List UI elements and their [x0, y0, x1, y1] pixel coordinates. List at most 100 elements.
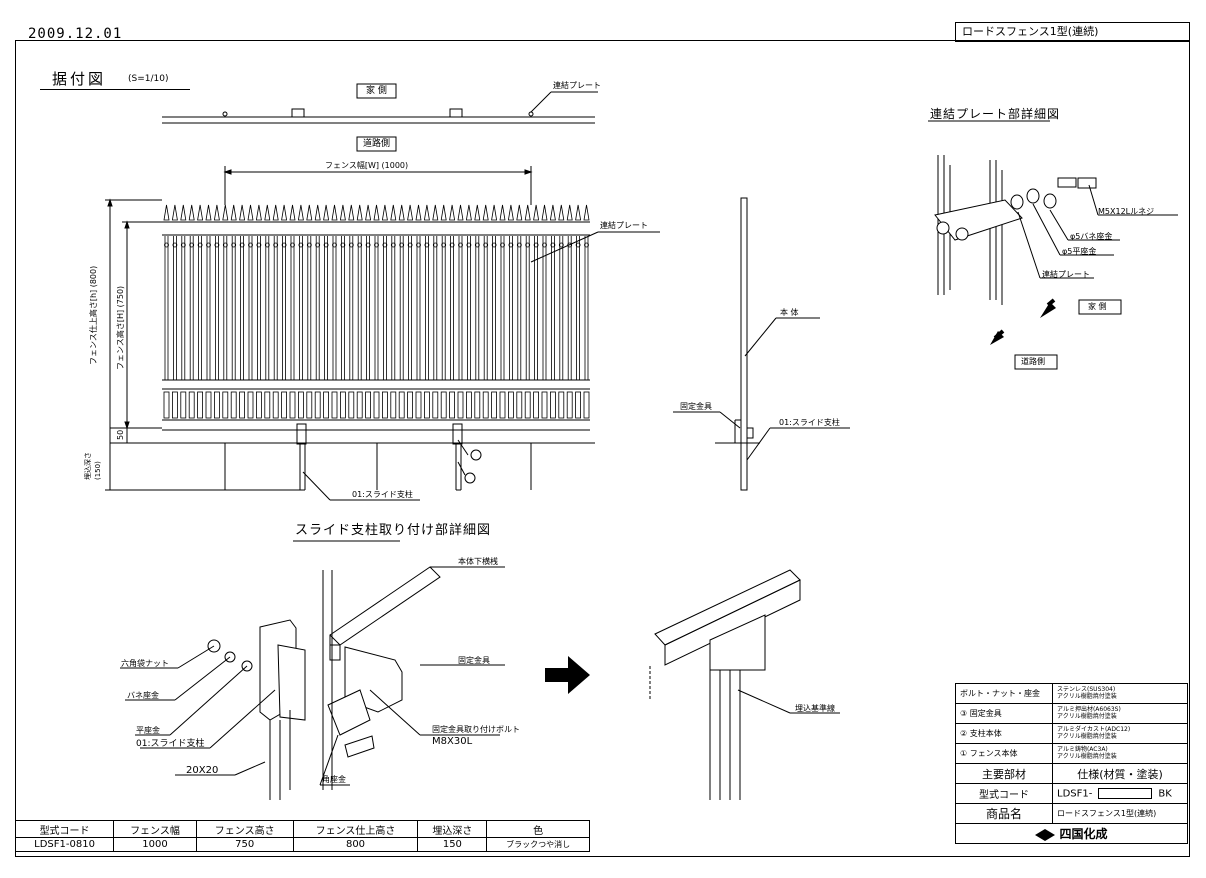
picket-base — [373, 391, 380, 419]
company-logo-icon — [1035, 828, 1046, 841]
picket-base — [398, 391, 405, 419]
picket-ornament — [374, 242, 379, 248]
picket-ornament — [231, 242, 237, 248]
picket-finial — [297, 204, 304, 221]
finished-height-dimension: フェンス仕上高さ[h] (800) — [89, 265, 98, 365]
picket-base — [180, 391, 187, 419]
spec-data-row: LDSF1-0810 1000 750 800 150 ブラックつや消し — [14, 837, 590, 852]
size-label: 20X20 — [186, 765, 219, 776]
spring-washer-label-2: バネ座金 — [127, 691, 159, 700]
main-view-scale: (S=1/10) — [128, 74, 169, 84]
picket-base — [575, 391, 581, 419]
picket-ornament — [264, 242, 270, 248]
picket-finial — [171, 204, 178, 221]
picket-ornament — [390, 242, 396, 248]
picket-ornament — [483, 242, 489, 248]
picket-base — [465, 391, 472, 419]
picket-ornament — [525, 242, 531, 248]
arrow-right-icon — [545, 656, 590, 694]
side-body-label: 本 体 — [780, 308, 799, 317]
picket-finial — [465, 204, 472, 221]
posts — [224, 423, 532, 501]
picket-ornament — [584, 242, 589, 248]
model-code-label: 型式コード — [954, 783, 1054, 804]
picket-ornament — [508, 242, 514, 248]
spec-header-cell: 型式コード — [14, 820, 115, 838]
picket-base — [499, 391, 506, 419]
spec-cell: アルミ押出材(A6063S)アクリル樹脂焼付塗装 — [1052, 703, 1188, 724]
picket-ornament — [399, 242, 405, 248]
picket-ornament — [458, 242, 463, 248]
fixing-bracket-label: 固定金具 — [458, 656, 490, 665]
picket-ornament — [449, 242, 455, 248]
picket-finial — [390, 204, 397, 221]
picket-base — [348, 391, 355, 419]
spec-line: アルミダイカスト(ADC12) — [1057, 725, 1131, 733]
picket-base — [440, 391, 447, 419]
picket-base — [533, 391, 539, 419]
picket-finial — [440, 204, 447, 221]
title-block-row: ② 支柱本体 アルミダイカスト(ADC12)アクリル樹脂焼付塗装 — [954, 723, 1188, 744]
plate-road-side-label: 道路側 — [1021, 357, 1045, 366]
picket-ornament — [273, 242, 279, 248]
picket-ornament — [332, 242, 337, 248]
spec-cell: アルミダイカスト(ADC12)アクリル樹脂焼付塗装 — [1052, 723, 1188, 744]
square-washer-label: 角座金 — [322, 775, 346, 784]
picket-ornament — [407, 242, 413, 248]
picket-base — [491, 391, 498, 419]
picket-finial — [583, 204, 590, 221]
picket-finial — [457, 204, 464, 221]
height-dimensions — [105, 198, 300, 491]
picket-ornament — [248, 242, 253, 248]
picket-finial — [314, 204, 321, 221]
picket-finial — [222, 204, 229, 221]
picket-finial — [381, 204, 388, 221]
picket-ornament — [315, 242, 321, 248]
model-code-value: LDSF1- — [1057, 788, 1093, 800]
picket-ornament — [306, 242, 312, 248]
picket-base — [365, 391, 372, 419]
spec-cell: 150 — [417, 837, 488, 852]
picket-ornament — [382, 242, 388, 248]
picket-finial — [348, 204, 355, 221]
picket-base — [524, 391, 531, 419]
connect-plate-top-label: 連結プレート — [553, 81, 601, 90]
spec-header-cell: フェンス幅 — [113, 820, 197, 838]
picket-base — [482, 391, 489, 419]
title-underline — [40, 89, 190, 90]
picket-base — [390, 391, 397, 419]
picket-finial — [491, 204, 498, 221]
picket-ornament — [281, 242, 287, 248]
company-name: 四国化成 — [1059, 827, 1108, 841]
model-code-row: 型式コード LDSF1-BK — [954, 783, 1188, 804]
picket-base — [474, 391, 481, 419]
spec-cell: 1000 — [113, 837, 197, 852]
hex-nut-label: 六角袋ナット — [121, 659, 169, 668]
picket-finial — [499, 204, 506, 221]
picket-base — [239, 391, 246, 419]
picket-ornament — [424, 242, 430, 248]
picket-finial — [247, 204, 254, 221]
picket-base — [381, 391, 388, 419]
picket-ornament — [466, 242, 472, 248]
plate-house-side-label: 家 側 — [1088, 302, 1107, 311]
picket-finial — [407, 204, 414, 221]
main-material-cell: 主要部材 — [954, 763, 1054, 784]
picket-finial — [323, 204, 330, 221]
picket-base — [356, 391, 363, 419]
spec-header-cell: フェンス仕上高さ — [292, 820, 419, 838]
side-fixing-bracket-label: 固定金具 — [680, 402, 712, 411]
picket-base — [449, 391, 456, 419]
picket-ornament — [189, 242, 195, 248]
picket-ornament — [516, 242, 522, 248]
picket-ornament — [180, 242, 186, 248]
embed-depth-value: (150) — [94, 461, 102, 480]
picket-base — [247, 391, 254, 419]
picket-base — [205, 391, 212, 419]
house-side-label: 家 側 — [366, 86, 387, 96]
connect-plate-mid-label: 連結プレート — [600, 221, 648, 230]
spec-line: ステンレス(SUS304) — [1057, 685, 1116, 693]
picket-base — [297, 391, 304, 419]
picket-ornament — [340, 242, 346, 248]
